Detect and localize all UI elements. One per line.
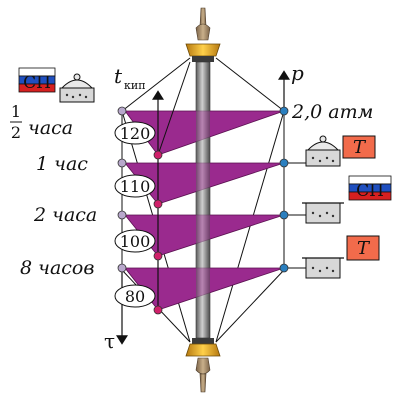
pressure-node xyxy=(279,158,289,168)
badge-sp: СП xyxy=(356,181,384,201)
flag-icon xyxy=(18,67,56,93)
time-frac-denominator: 2 xyxy=(11,123,21,142)
time-node xyxy=(117,210,127,220)
time-label: 8 часов xyxy=(20,257,94,279)
temperature-ovals: 120 110 100 80 xyxy=(114,121,156,308)
time-label: 2 часа xyxy=(33,204,97,226)
pressure-node xyxy=(279,106,289,116)
pressure-nodes xyxy=(279,106,289,273)
boil-temp-symbol: t xyxy=(114,64,123,88)
time-labels: 1 2 часа 1 час 2 часа 8 часов xyxy=(10,102,97,279)
boil-temp-subscript: кип xyxy=(124,79,146,92)
temp-nodes xyxy=(153,150,163,315)
temp-label: 110 xyxy=(120,177,151,196)
time-label: 1 час xyxy=(36,153,88,175)
temp-node xyxy=(153,305,163,315)
temp-node xyxy=(153,199,163,209)
pressure-cooker-icon-right-1: Т xyxy=(305,135,376,167)
pressure-node xyxy=(279,263,289,273)
badge-t: Т xyxy=(353,137,367,158)
pressure-symbol: p xyxy=(291,61,304,85)
temp-node xyxy=(153,150,163,160)
time-node xyxy=(117,158,127,168)
time-frac-numerator: 1 xyxy=(11,102,21,121)
pressure-cooker-icon-top: СП xyxy=(18,67,95,103)
temp-node xyxy=(153,251,163,261)
time-node xyxy=(117,263,127,273)
time-nodes xyxy=(117,106,127,273)
time-label: часа xyxy=(28,117,73,139)
badge-sp: СП xyxy=(23,73,51,93)
temp-label: 100 xyxy=(120,232,151,251)
flag-icon xyxy=(348,175,392,201)
pressure-value: 2,0 атм xyxy=(291,101,373,123)
badge-t: Т xyxy=(357,238,371,259)
time-node xyxy=(117,106,127,116)
time-symbol: τ xyxy=(104,329,115,353)
pot-icon-right-3: Т xyxy=(302,235,380,279)
temp-label: 120 xyxy=(120,124,151,143)
pressure-node xyxy=(279,210,289,220)
temp-label: 80 xyxy=(125,287,145,306)
pot-icon-right-2: СП xyxy=(302,175,392,224)
